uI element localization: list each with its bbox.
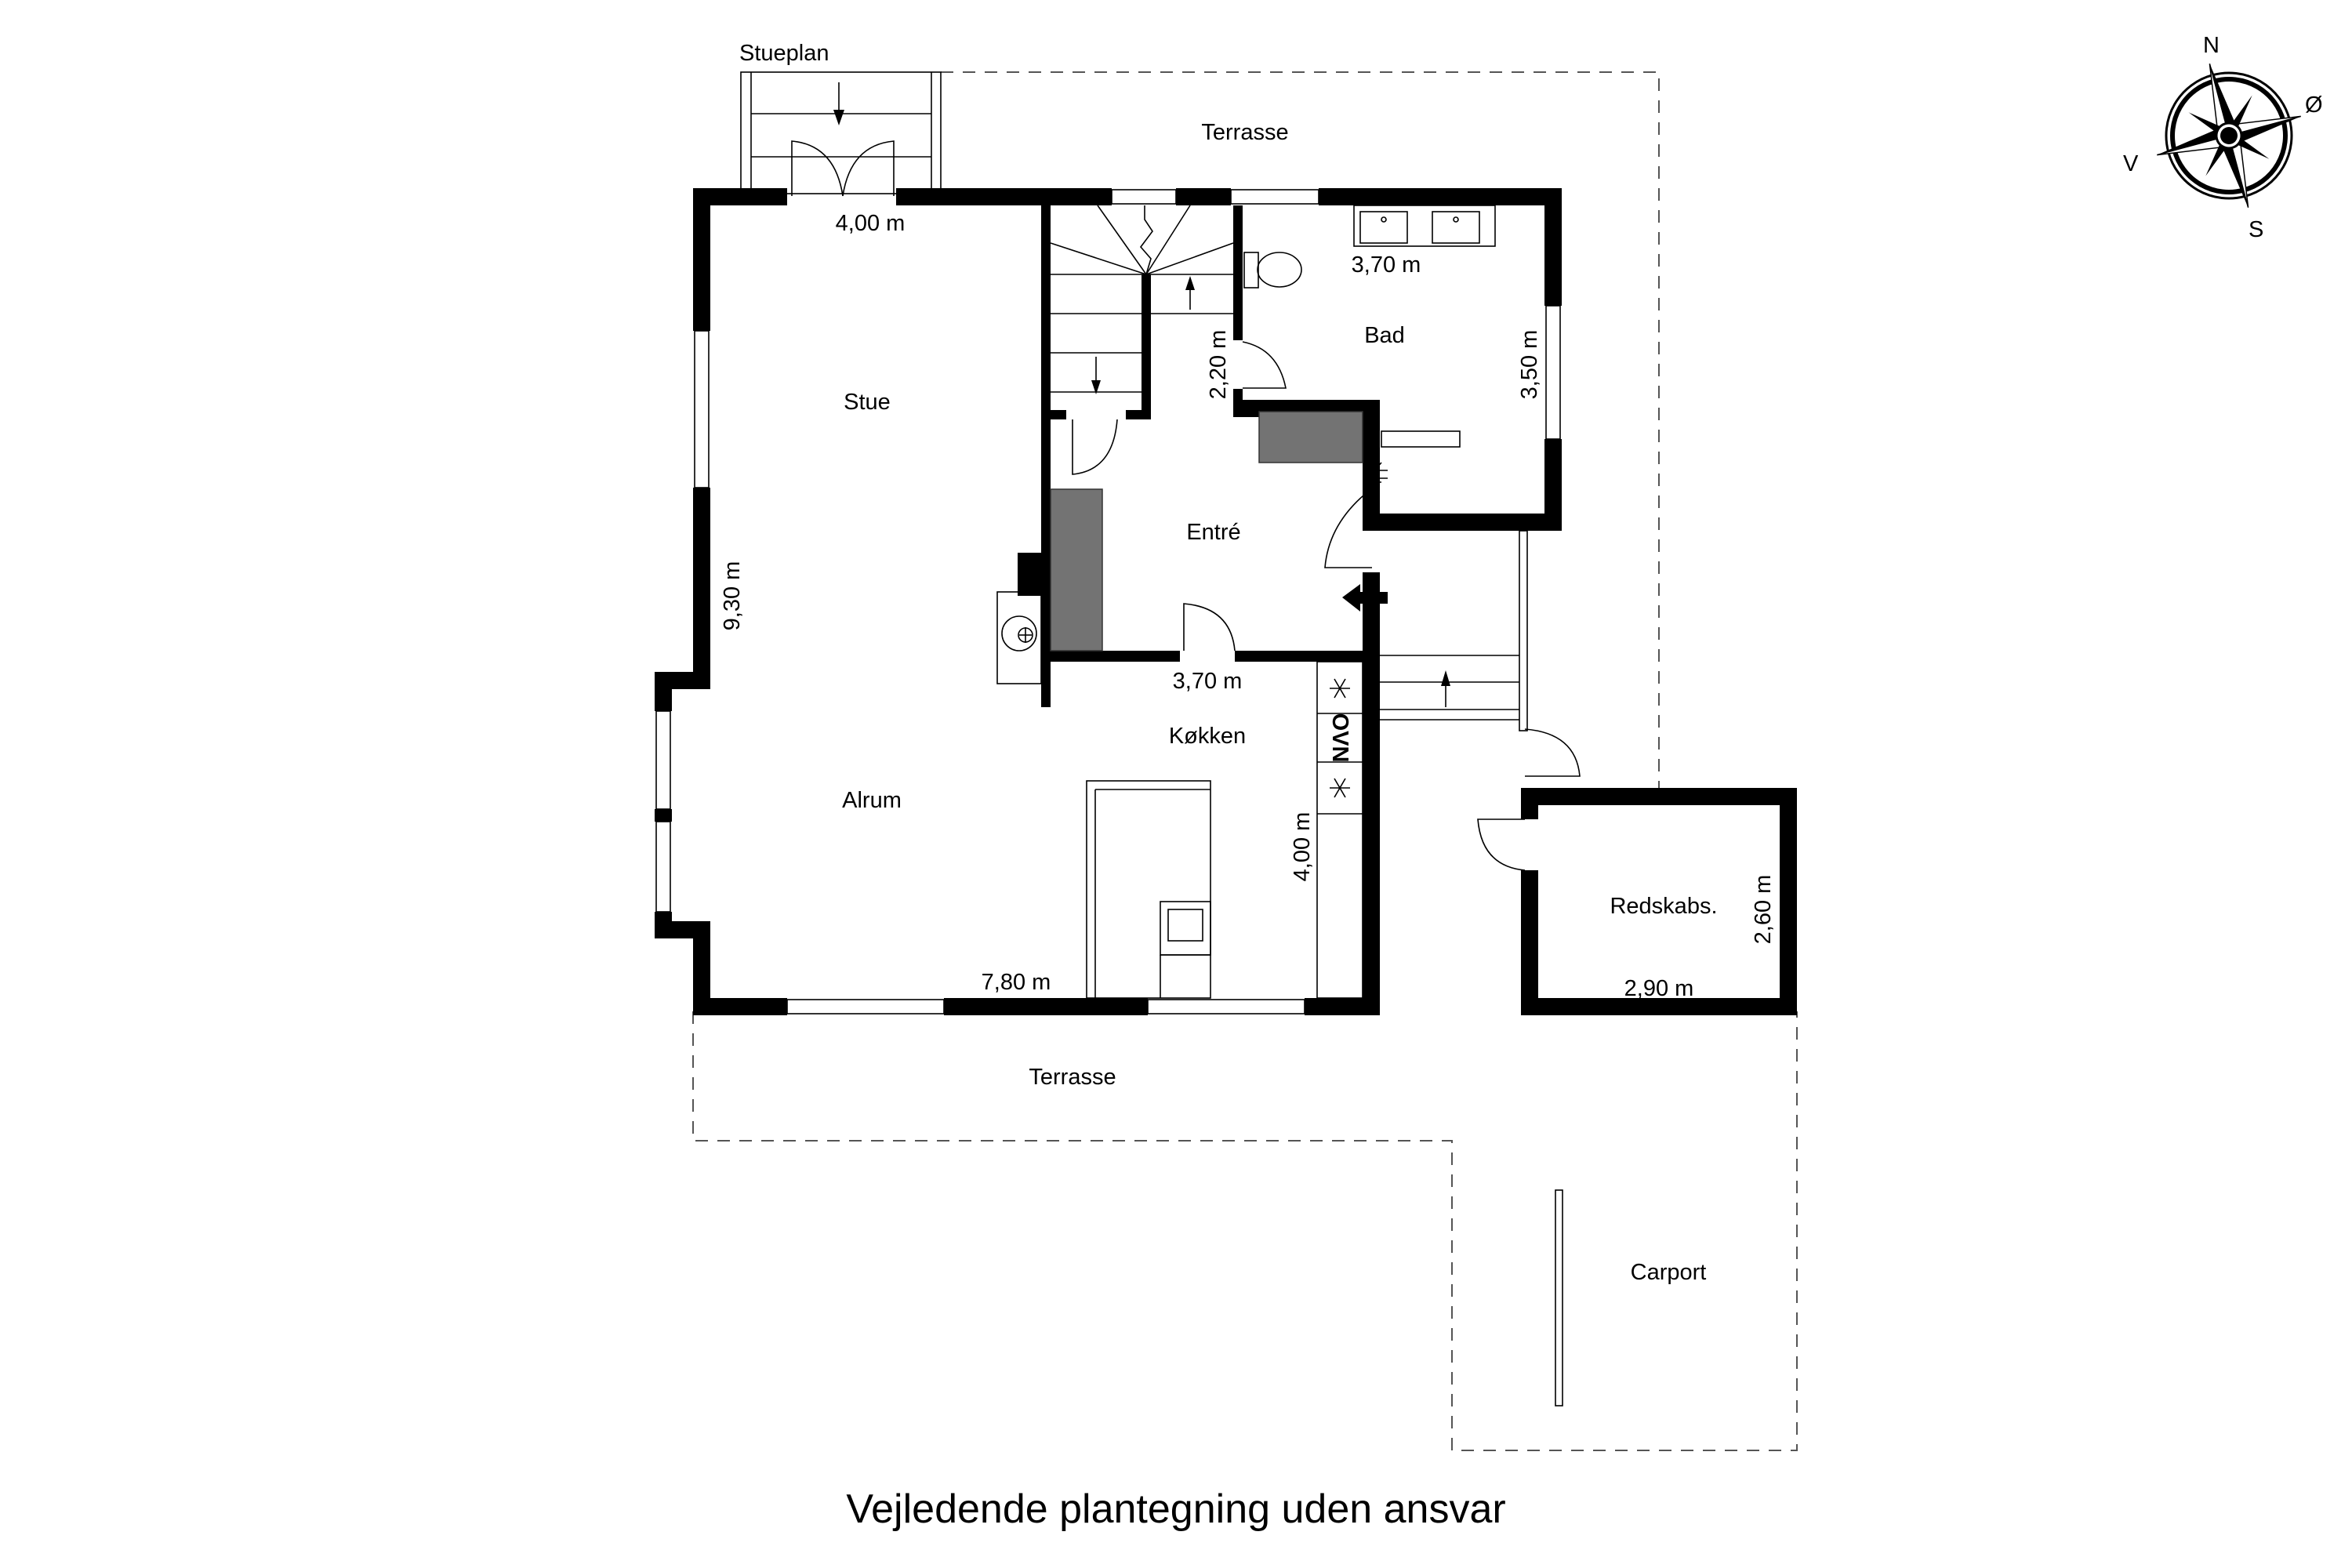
staircase (1050, 205, 1234, 394)
room-label-terrasse-top: Terrasse (1201, 120, 1288, 145)
entre-fixtures (996, 411, 1363, 684)
room-label-carport: Carport (1631, 1260, 1707, 1285)
compass-west-label: V (2123, 151, 2139, 176)
main-walls (655, 188, 1562, 1015)
top-entry-steps (740, 71, 942, 194)
dim-main-height: 9,30 m (720, 561, 745, 631)
front-steps (1380, 530, 1528, 731)
room-label-stue: Stue (844, 390, 891, 415)
room-label-koekken: Køkken (1169, 724, 1246, 749)
terrace-outlines (692, 71, 1798, 1451)
fridge-icon (1330, 778, 1350, 798)
kitchen-fixtures (1086, 661, 1363, 999)
dim-redskabs-width: 2,90 m (1624, 976, 1694, 1001)
dim-redskabs-height: 2,60 m (1751, 875, 1776, 945)
dim-koekken-height: 4,00 m (1290, 812, 1315, 882)
compass-icon (2157, 64, 2301, 208)
room-label-alrum: Alrum (842, 788, 902, 813)
dim-main-width: 7,80 m (982, 970, 1051, 995)
plan-title: Stueplan (739, 41, 829, 66)
doors (791, 140, 1581, 871)
shed-walls (1521, 788, 1797, 1015)
dim-stue-width: 4,00 m (836, 211, 906, 236)
dim-stair-height: 2,20 m (1206, 330, 1231, 400)
dim-entre-width: 3,70 m (1173, 669, 1243, 694)
compass-south-label: S (2249, 217, 2263, 242)
bathroom-fixtures (1243, 205, 1496, 483)
room-label-terrasse-bottom: Terrasse (1029, 1065, 1116, 1090)
disclaimer-caption: Vejledende plantegning uden ansvar (846, 1486, 1506, 1532)
oven-label: OVN (1327, 713, 1352, 763)
dim-bad-height: 3,50 m (1517, 330, 1542, 400)
freezer-icon (1330, 678, 1350, 699)
dim-bad-width: 3,70 m (1352, 252, 1421, 278)
room-label-bad: Bad (1364, 323, 1405, 348)
room-label-entre: Entré (1186, 520, 1240, 545)
carport-beam (1555, 1189, 1563, 1406)
compass-north-label: N (2203, 33, 2220, 58)
room-label-redskabs: Redskabs. (1610, 894, 1717, 919)
compass-east-label: Ø (2305, 93, 2323, 118)
